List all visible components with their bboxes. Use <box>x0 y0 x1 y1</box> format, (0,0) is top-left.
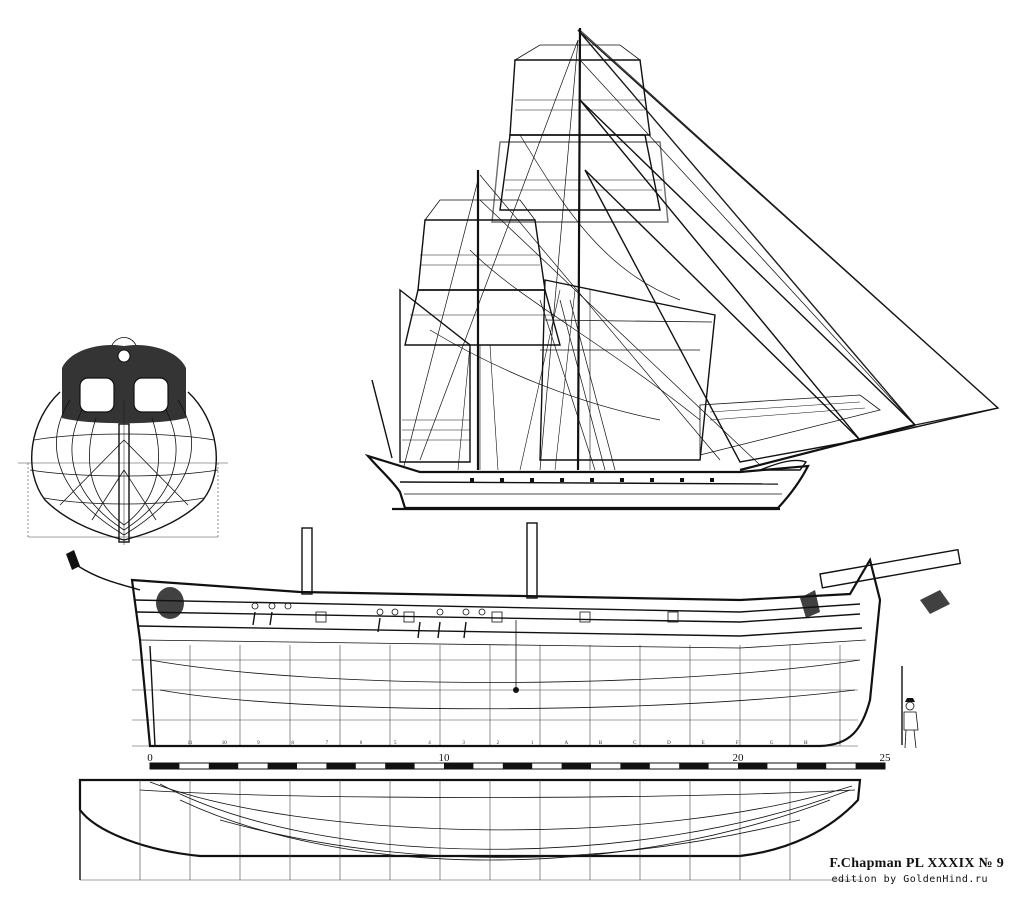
scale-segment <box>855 763 885 769</box>
station-number: B <box>599 741 603 746</box>
scale-segment <box>502 763 533 769</box>
station-numbers: 11 10 9 8 7 6 5 4 3 2 1 A B C D E F G H I <box>188 741 842 746</box>
station-number: 5 <box>394 741 397 746</box>
scale-bar: 0 10 20 25 <box>147 752 892 770</box>
scale-segment <box>326 763 356 769</box>
station-number: C <box>633 741 637 746</box>
headsails <box>577 29 1000 463</box>
station-number: 10 <box>222 741 228 746</box>
station-number: 6 <box>360 741 363 746</box>
station-number: 3 <box>462 741 465 746</box>
station-number: 11 <box>188 741 193 746</box>
scale-segment <box>561 763 591 769</box>
plate-edition-credit: edition by GoldenHind.ru <box>831 874 988 885</box>
station-number: 4 <box>428 741 431 746</box>
station-number: I <box>839 741 841 746</box>
station-number: 2 <box>497 741 500 746</box>
scale-segment <box>267 763 297 769</box>
scale-segment <box>679 763 709 769</box>
sheer-gunports <box>251 602 679 623</box>
station-number: A <box>565 741 569 746</box>
scale-segment <box>150 763 180 769</box>
station-number: 9 <box>257 741 260 746</box>
sail-plan-gunports <box>470 478 714 482</box>
plate-title: F.Chapman PL XXXIX № 9 <box>829 856 1004 871</box>
station-number: G <box>770 741 774 746</box>
scale-label: 0 <box>147 752 153 764</box>
scale-label: 10 <box>439 752 451 764</box>
sail-plan <box>364 27 1000 511</box>
station-number: 7 <box>326 741 329 746</box>
scale-segment <box>444 763 474 769</box>
station-number: 8 <box>291 741 294 746</box>
station-number: E <box>702 741 705 746</box>
scale-figure <box>901 666 919 749</box>
station-number: D <box>667 741 671 746</box>
scale-segment <box>208 763 239 769</box>
sheer-plan: 11 10 9 8 7 6 5 4 3 2 1 A B C D E F G H I <box>66 522 962 748</box>
scale-label: 25 <box>880 752 892 764</box>
fore-mast-sails <box>404 199 561 346</box>
rigging <box>403 29 999 471</box>
main-mast-sails <box>491 44 716 461</box>
station-number: F <box>736 741 739 746</box>
scale-label: 20 <box>733 752 745 764</box>
scale-segment <box>796 763 827 769</box>
stern-view <box>18 337 228 545</box>
station-number: 1 <box>531 741 534 746</box>
scale-segment <box>385 763 415 769</box>
scale-segment <box>738 763 768 769</box>
half-breadth-plan <box>78 778 862 881</box>
scale-segment <box>620 763 650 769</box>
station-number: H <box>804 741 808 746</box>
